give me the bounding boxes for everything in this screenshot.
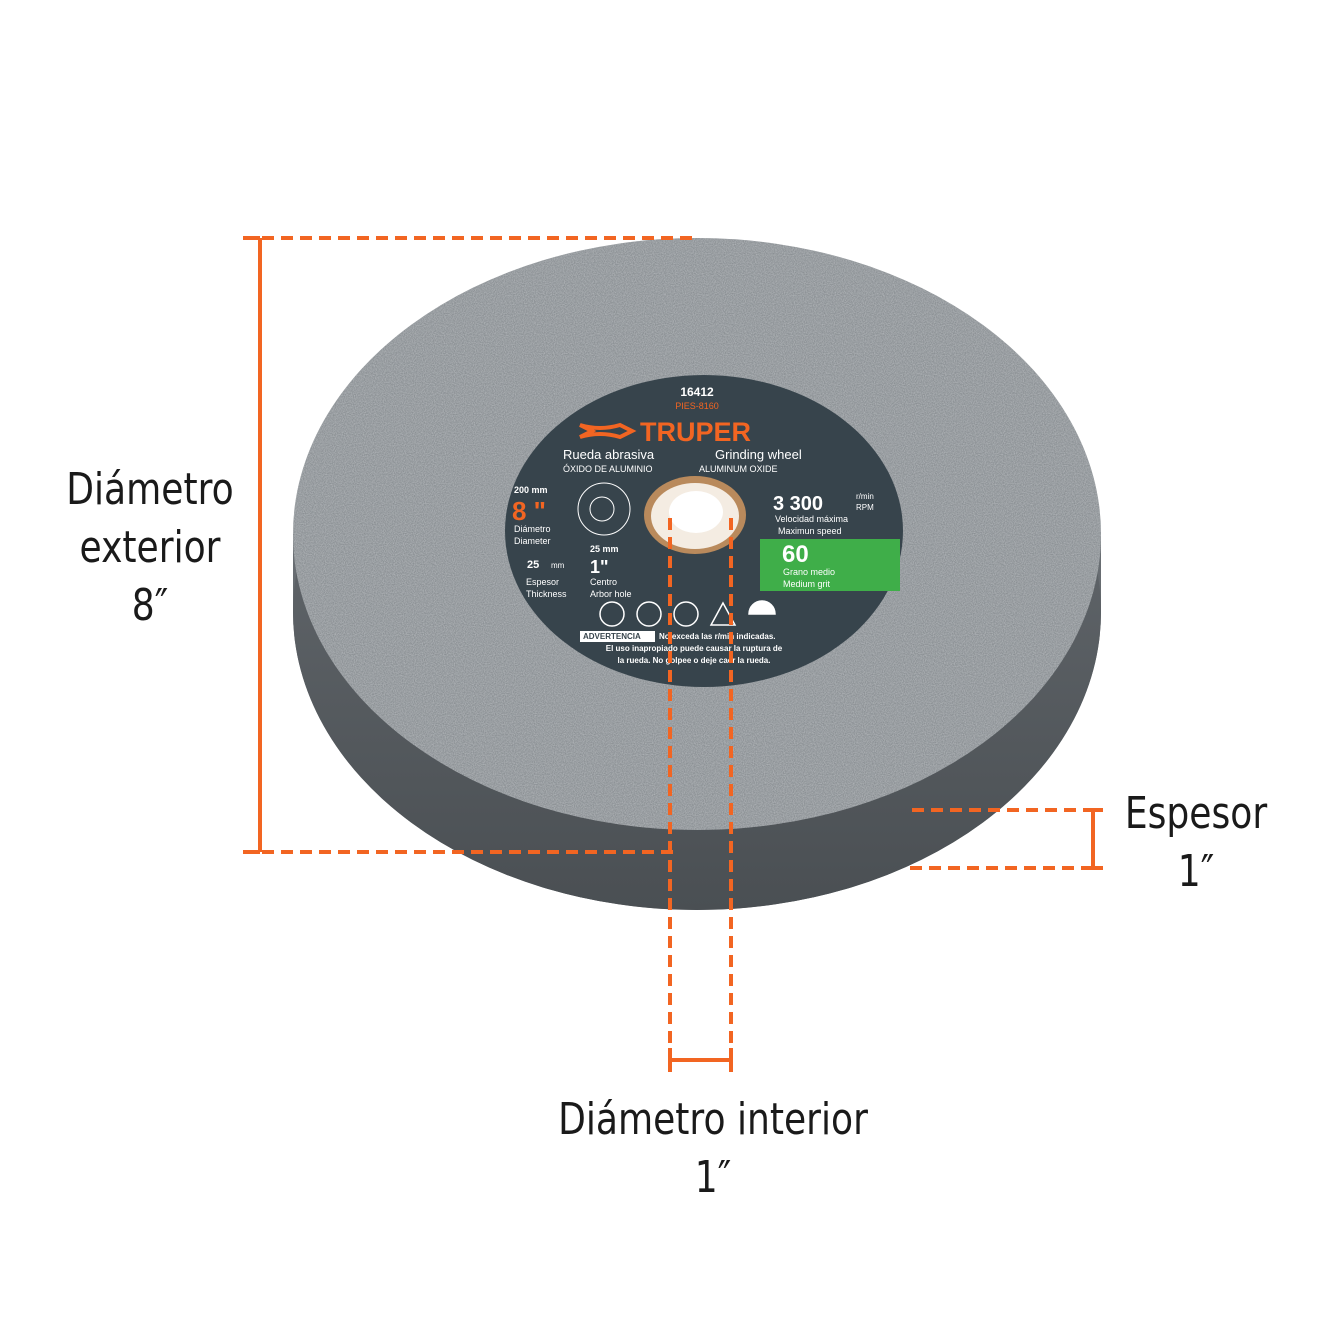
warning-tag: ADVERTENCIA [583, 632, 641, 641]
material-en: ALUMINUM OXIDE [699, 464, 778, 474]
product-code: 16412 [680, 385, 714, 399]
thickness-label: Espesor 1″ [1125, 789, 1268, 897]
warning-line: No exceda las r/min indicadas. [659, 632, 776, 641]
product-model: PIES-8160 [675, 401, 719, 411]
warning-tag-bg [580, 631, 655, 642]
grit-es: Grano medio [783, 567, 835, 577]
dimension-lines [243, 236, 1103, 1072]
diameter-en: Diameter [514, 536, 551, 546]
thickness-unit: mm [551, 561, 565, 570]
speed-unit-rmin: r/min [856, 492, 874, 501]
face-mask-icon [673, 601, 699, 627]
arbor-in: 1" [590, 557, 609, 577]
thickness-dimension [910, 808, 1103, 870]
grit-en: Medium grit [783, 579, 831, 589]
diameter-mm: 200 mm [514, 485, 548, 495]
outer-diameter-dimension [243, 236, 693, 854]
material-es: ÓXIDO DE ALUMINIO [563, 464, 653, 474]
inner-line-1: Diámetro interior [558, 1095, 868, 1145]
guard-icon [748, 600, 776, 615]
speed-unit-rpm: RPM [856, 503, 874, 512]
speed-es: Velocidad máxima [775, 514, 848, 524]
inner-line-2: 1″ [695, 1153, 731, 1203]
gloves-icon [599, 601, 625, 627]
diameter-diagram-icon [577, 482, 631, 536]
name-en: Grinding wheel [715, 447, 802, 462]
goggles-earmuffs-icon [636, 601, 662, 627]
arbor-hole [644, 476, 746, 554]
diameter-in: 8 " [512, 496, 546, 526]
thickness-mm: 25 [527, 559, 539, 571]
grit-badge [760, 539, 900, 591]
truper-logo-icon: TRUPER [579, 417, 751, 447]
name-es: Rueda abrasiva [563, 447, 655, 462]
warning-line: la rueda. No golpee o deje caer la rueda… [618, 656, 771, 665]
thickness-line-1: Espesor [1125, 789, 1268, 839]
arbor-en: Arbor hole [590, 589, 632, 599]
outer-line-1: Diámetro [66, 465, 233, 515]
thickness-en: Thickness [526, 589, 567, 599]
brand-name: TRUPER [640, 417, 751, 447]
inner-diameter-label: Diámetro interior 1″ [558, 1095, 868, 1203]
arbor-es: Centro [590, 577, 617, 587]
warning-line: El uso inapropiado puede causar la ruptu… [606, 644, 783, 653]
outer-line-2: exterior [80, 523, 221, 573]
diameter-es: Diámetro [514, 524, 551, 534]
grit-number: 60 [782, 541, 809, 568]
outer-diameter-label: Diámetro exterior 8″ [66, 465, 233, 631]
thickness-es: Espesor [526, 577, 559, 587]
arbor-mm: 25 mm [590, 544, 619, 554]
inner-diameter-dimension [668, 518, 733, 1072]
outer-line-3: 8″ [132, 581, 168, 631]
thickness-line-2: 1″ [1178, 847, 1214, 897]
speed-en: Maximun speed [778, 526, 842, 536]
max-speed: 3 300 [773, 493, 823, 515]
